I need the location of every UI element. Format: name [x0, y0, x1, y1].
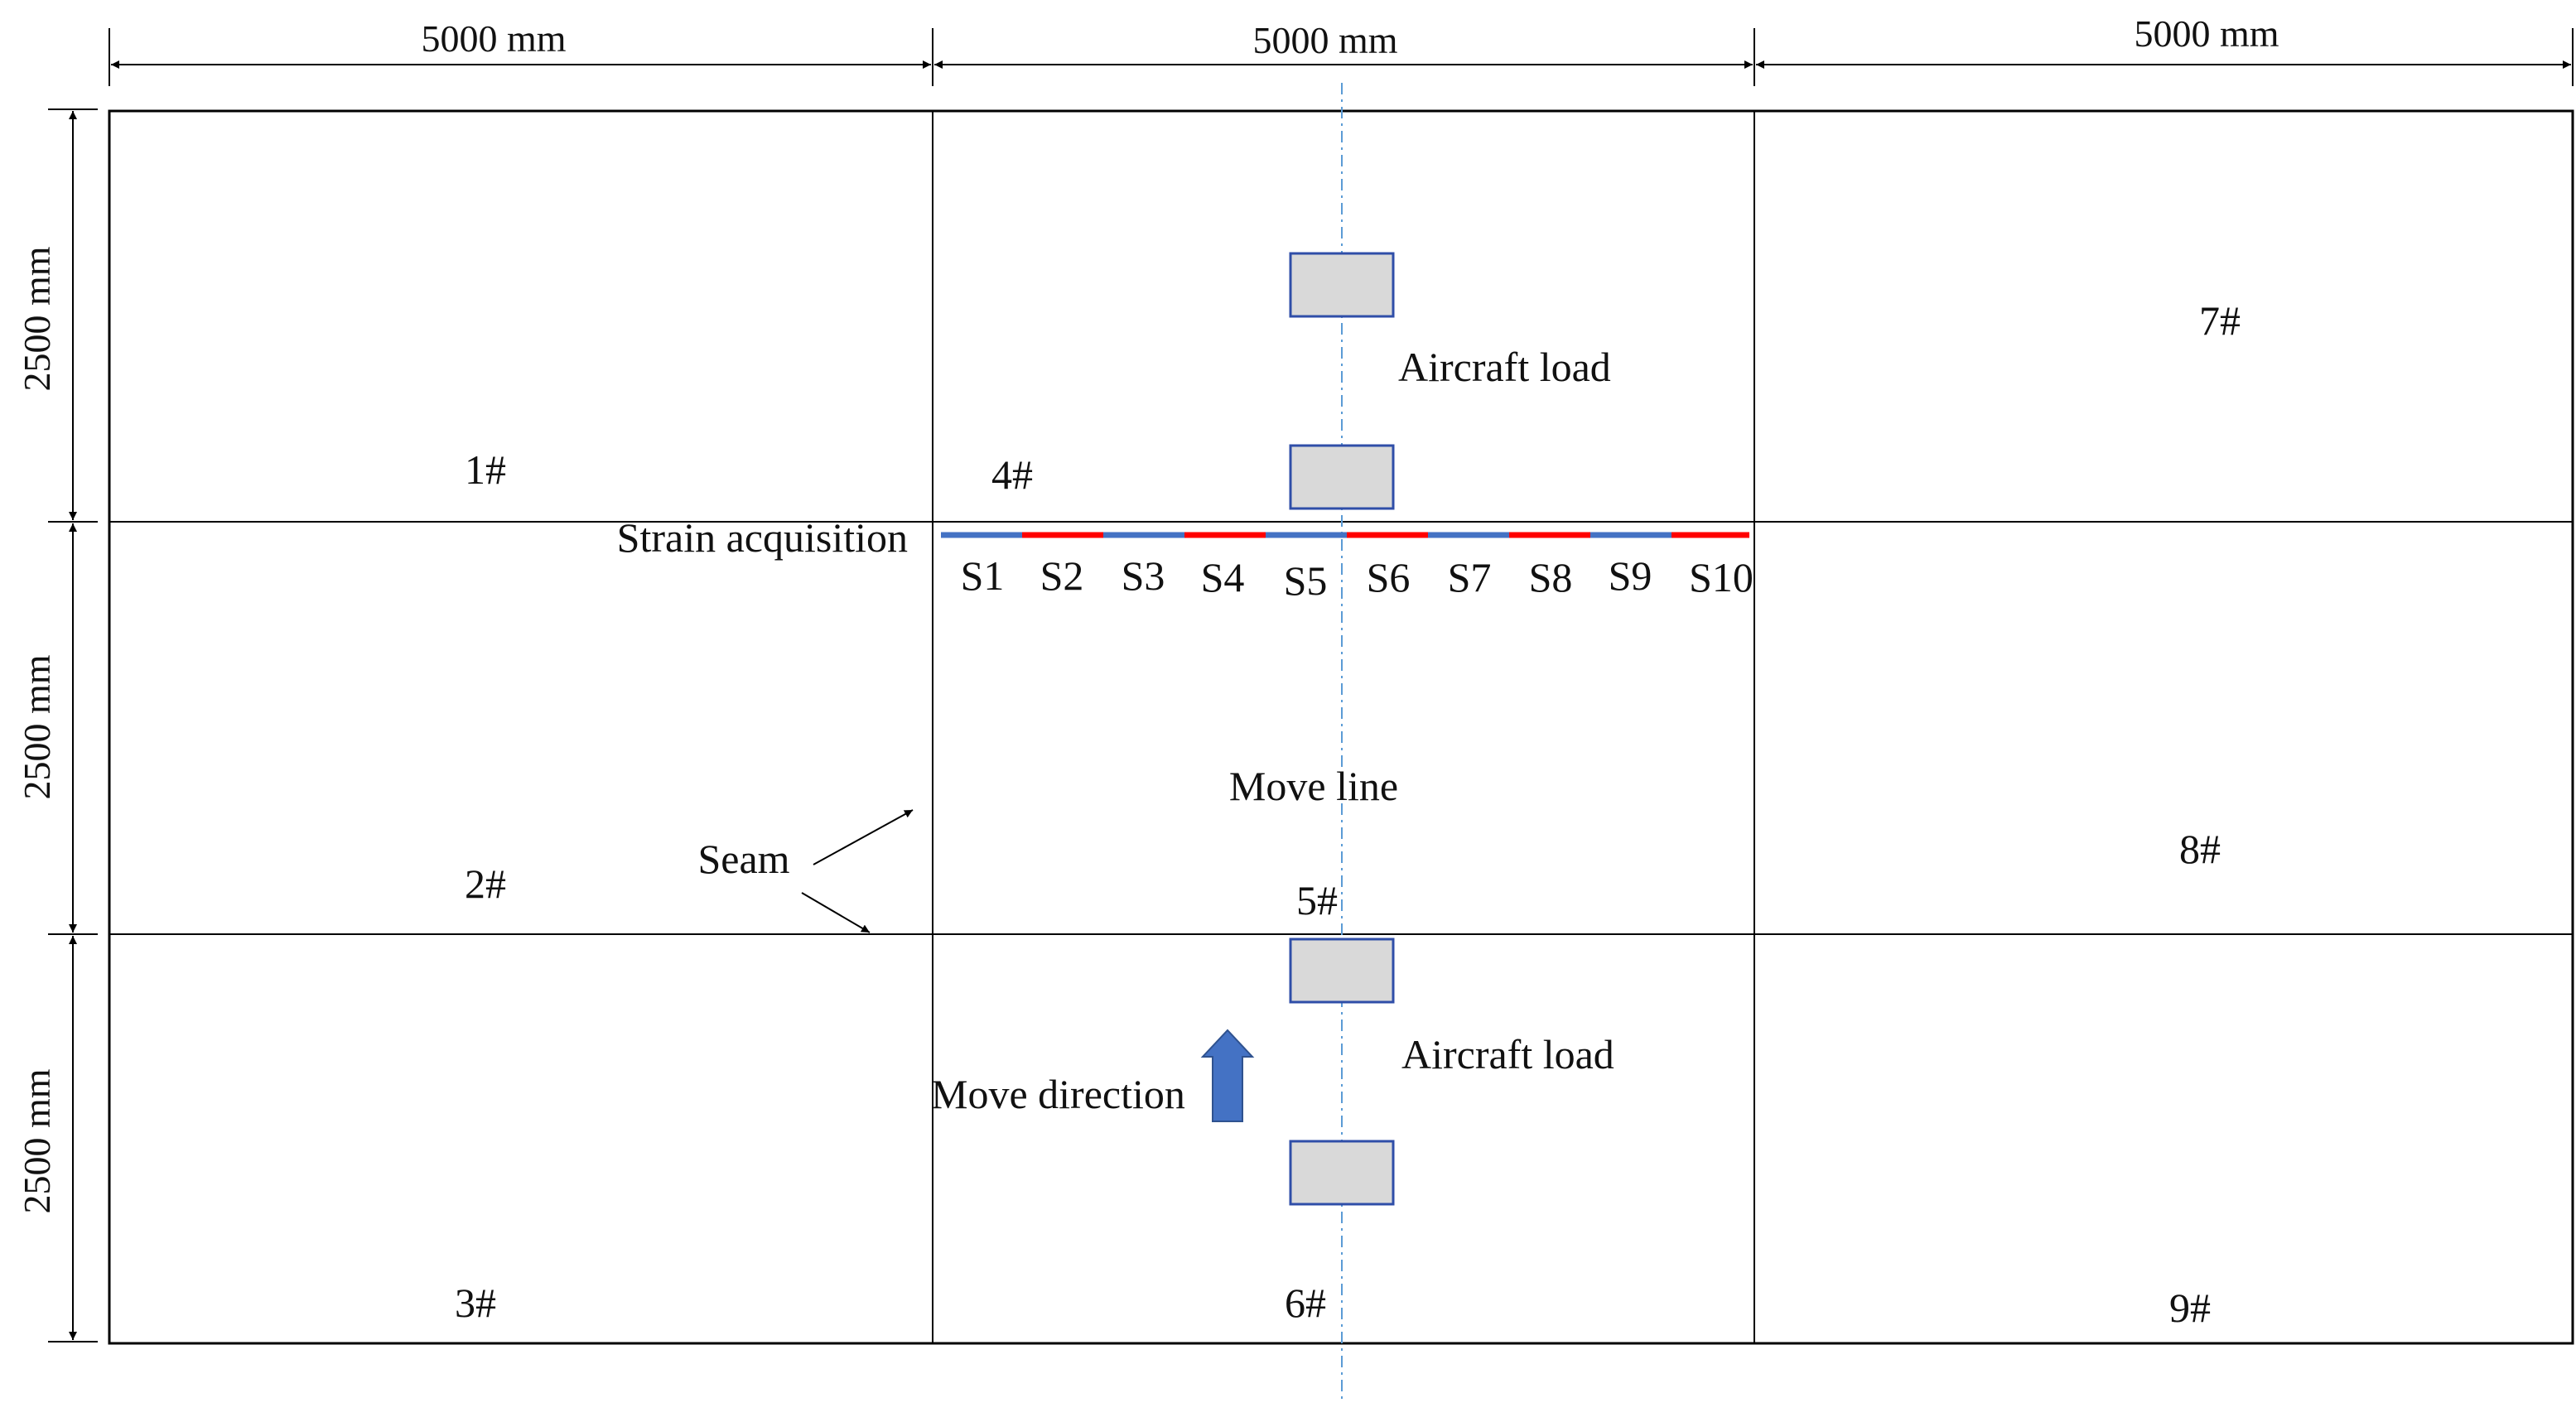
- move-line-label: Move line: [1229, 763, 1398, 809]
- sensor-label-s6: S6: [1367, 554, 1411, 600]
- slab-label-2: 2#: [465, 860, 506, 907]
- slab-numbers: 1# 2# 3# 4# 5# 6# 7# 8# 9#: [455, 297, 2241, 1331]
- aircraft-load-label-bottom: Aircraft load: [1401, 1031, 1614, 1077]
- seam-arrow: [813, 809, 914, 865]
- dimension-top-2: 5000 mm: [1252, 19, 1397, 61]
- sensor-label-s5: S5: [1284, 557, 1328, 604]
- slab-label-3: 3#: [455, 1280, 496, 1326]
- seam-arrow: [801, 892, 871, 933]
- top-dimension: 5000 mm 5000 mm 5000 mm: [109, 12, 2574, 86]
- sensor-label-s10: S10: [1689, 554, 1754, 600]
- slab-label-6: 6#: [1285, 1280, 1326, 1326]
- slab-label-9: 9#: [2169, 1285, 2211, 1331]
- sensor-label-s3: S3: [1122, 552, 1165, 599]
- dimension-left-2: 2500 mm: [16, 654, 58, 799]
- slab-label-4: 4#: [991, 451, 1033, 498]
- strain-acquisition-label: Strain acquisition: [617, 514, 908, 561]
- aircraft-load-bottom: [1289, 938, 1395, 1206]
- slab-label-5: 5#: [1296, 877, 1338, 923]
- wheel-load: [1289, 444, 1395, 510]
- slab-label-8: 8#: [2179, 826, 2221, 872]
- seam-label: Seam: [697, 836, 789, 882]
- dimension-left-1: 2500 mm: [16, 246, 58, 391]
- sensor-labels: S1 S2 S3 S4 S5 S6 S7 S8 S9 S10: [961, 552, 1754, 604]
- left-dimension: 2500 mm 2500 mm 2500 mm: [16, 108, 98, 1342]
- sensor-label-s7: S7: [1448, 554, 1492, 600]
- dimension-top-1: 5000 mm: [421, 17, 566, 60]
- wheel-load: [1289, 1140, 1395, 1206]
- wheel-load: [1289, 252, 1395, 318]
- sensor-label-s8: S8: [1529, 554, 1573, 600]
- dimension-left-3: 2500 mm: [16, 1068, 58, 1213]
- dimension-top-3: 5000 mm: [2134, 12, 2279, 55]
- aircraft-load-top: [1289, 252, 1395, 510]
- slab-label-1: 1#: [465, 446, 506, 493]
- wheel-load: [1289, 938, 1395, 1004]
- sensor-label-s9: S9: [1609, 552, 1652, 599]
- slab-label-7: 7#: [2199, 297, 2241, 344]
- move-direction-arrow-icon: [1200, 1029, 1255, 1122]
- sensor-label-s1: S1: [961, 552, 1005, 599]
- aircraft-load-label-top: Aircraft load: [1398, 344, 1611, 390]
- sensor-label-s4: S4: [1201, 554, 1245, 600]
- move-direction-label: Move direction: [931, 1071, 1185, 1117]
- sensor-label-s2: S2: [1040, 552, 1084, 599]
- seam-arrows: [801, 809, 914, 933]
